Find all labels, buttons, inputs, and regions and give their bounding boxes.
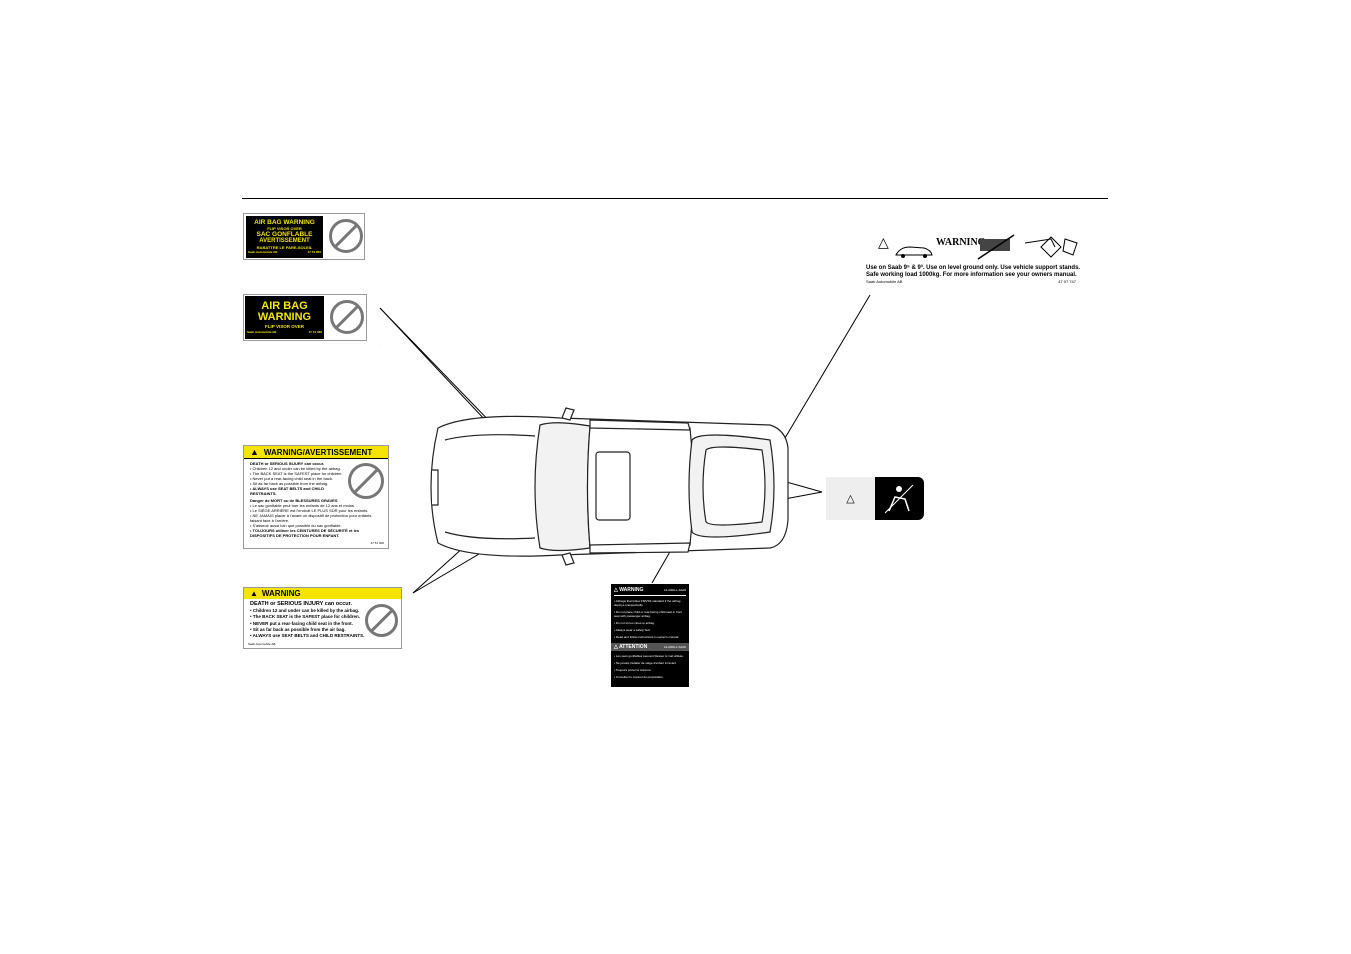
label1-footer-left: Saab Automobile AB: [248, 250, 278, 254]
label4-header: WARNING: [261, 589, 301, 598]
car-on-jack-icon: [895, 246, 933, 258]
label4-item: • Children 12 and under can be killed by…: [250, 608, 360, 613]
sun-warning-code: 12-2000-1-SA00: [663, 588, 686, 592]
label3-en-intro: DEATH or SERIOUS INJURY can occur.: [250, 461, 325, 466]
no-child-seat-icon: [348, 463, 384, 499]
label3-fr-item: • TOUJOURS utiliser les CEINTURES DE SÉC…: [250, 528, 360, 538]
sun-visor-warning-label: △ WARNING 12-2000-1-SA00 • Airbags that …: [611, 584, 689, 687]
trunk-warning-label: △: [826, 477, 924, 520]
label3-footer-right: 47 51 000: [370, 541, 384, 545]
label4-footer-left: Saab Automobile AB: [248, 642, 276, 646]
sun-warning-body-item: • Do not place child or rear-facing chil…: [614, 610, 682, 618]
stray-mark: .: [379, 343, 380, 347]
label3-en-item: • ALWAYS use SEAT BELTS and CHILD RESTRA…: [250, 486, 324, 496]
sun-warning-body-item: • Read and follow instructions in owner'…: [614, 635, 680, 639]
sun-warning-body-item: • Do not sit too close to airbag.: [614, 621, 655, 625]
no-child-seat-icon: [330, 300, 364, 334]
warning-triangle-icon: △: [878, 234, 889, 250]
sun-warning-body-item: • Always wear a safety belt.: [614, 628, 651, 632]
label2-title-line2: WARNING: [257, 311, 312, 323]
label3-fr-item: • Le sac gonflable peut tuer les enfants…: [250, 503, 356, 508]
label1-line2: FLIP VISOR OVER: [267, 226, 302, 231]
label3-header: WARNING/AVERTISSEMENT: [263, 447, 373, 457]
jack-warning-word: WARNING: [936, 237, 986, 248]
jack-line1: Use on Saab 9⁵ & 9³. Use on level ground…: [866, 265, 1081, 271]
label2-subtitle: FLIP VISOR OVER: [265, 324, 304, 329]
label2-footer-right: 47 51 636: [308, 330, 322, 334]
label3-fr-intro: Danger de MORT ou de BLESSURES GRAVES: [250, 498, 338, 503]
no-crawl-under-icon: [977, 234, 1015, 260]
no-sitting-icon: [884, 484, 914, 514]
label2-title-line1: AIR BAG: [261, 300, 308, 312]
label4-intro: DEATH or SERIOUS INJURY can occur.: [250, 601, 352, 607]
sun-warning-body-item: • Airbags that follow FMVSS standard if …: [614, 599, 681, 607]
label1-title: AIR BAG WARNING: [254, 219, 315, 226]
jack-footer-left: Saab Automobile AB: [866, 279, 903, 284]
label2-footer-left: Saab Automobile AB: [247, 330, 277, 334]
label3-header-bar: ▲ WARNING/AVERTISSEMENT: [244, 446, 388, 459]
label4-item: • ALWAYS use SEAT BELTS and CHILD RESTRA…: [250, 633, 365, 639]
warning-triangle-icon: △: [846, 493, 855, 505]
airbag-visor-label-bilingual: AIR BAG WARNING FLIP VISOR OVER SAC GONF…: [243, 213, 365, 260]
sun-attention-body-item: • Consulter le manuel du propriétaire.: [614, 675, 664, 679]
label3-en-item: • Never put a rear-facing child seat in …: [250, 476, 333, 481]
jack-usage-icon: [1024, 236, 1078, 258]
warning-triangle-icon: ▲: [250, 447, 259, 457]
label4-item: • The BACK SEAT is the SAFEST place for …: [250, 614, 361, 620]
jack-warning-label: △ WARNING Use on Saab 9⁵ & 9³. Use on le…: [866, 231, 1088, 287]
label2-text-panel: AIR BAG WARNING FLIP VISOR OVER Saab Aut…: [245, 296, 324, 339]
airbag-visor-label: AIR BAG WARNING FLIP VISOR OVER Saab Aut…: [243, 294, 367, 341]
warning-avertissement-label: ▲ WARNING/AVERTISSEMENT DEATH or SERIOUS…: [243, 445, 389, 549]
label1-line5: RABATTRE LE PARE-SOLEIL: [256, 245, 313, 250]
warning-label: ▲ WARNING DEATH or SERIOUS INJURY can oc…: [243, 587, 402, 649]
label3-en-item: • Sit as far back as possible from the a…: [250, 481, 329, 486]
label1-text-panel: AIR BAG WARNING FLIP VISOR OVER SAC GONF…: [246, 216, 323, 258]
jack-footer-right: 47 07 747: [1058, 279, 1076, 284]
jack-line2: Safe working load 1000kg. For more infor…: [866, 272, 1077, 278]
warning-triangle-icon: △: [614, 644, 620, 650]
sun-attention-header: △ ATTENTION: [614, 644, 648, 650]
label4-item: • Sit as far back as possible from the a…: [250, 626, 346, 632]
sun-attention-code: 12-2000-1-SA00: [663, 645, 686, 649]
label4-item: • NEVER put a rear-facing child seat in …: [250, 620, 353, 626]
sun-warning-header: △ WARNING: [614, 587, 644, 593]
sun-attention-body-item: • Toujours porter la ceinture.: [614, 668, 652, 672]
label3-en-item: • The BACK SEAT is the SAFEST place for …: [250, 471, 343, 476]
label1-line4: AVERTISSEMENT: [259, 238, 310, 244]
trunk-label-right-panel: [875, 477, 924, 520]
car-body: [430, 407, 789, 566]
label3-fr-item: • Le SIÈGE ARRIÈRE est l'endroit LE PLUS…: [250, 508, 369, 513]
warning-triangle-icon: △: [614, 587, 620, 593]
label3-fr-item: • S'asseoir aussi loin que possible du s…: [250, 523, 342, 528]
warning-triangle-icon: ▲: [250, 589, 258, 598]
label1-footer-right: 47 51 855: [307, 250, 321, 254]
label3-en-item: • Children 12 and under can be killed by…: [250, 466, 341, 471]
label3-fr-item: • NE JAMAIS placer à l'avant un disposit…: [250, 513, 372, 523]
label1-line3: SAC GONFLABLE: [256, 231, 313, 238]
trunk-label-left-panel: △: [826, 477, 875, 520]
no-child-seat-icon: [365, 604, 398, 637]
no-child-seat-icon: [329, 219, 363, 253]
sun-attention-body-item: • Ne jamais installer de siège d'enfant …: [614, 661, 677, 665]
label4-header-bar: ▲ WARNING: [244, 588, 401, 599]
header-rule: [242, 198, 1108, 199]
sun-attention-body-item: • Les sacs gonflables peuvent blesser si…: [614, 654, 684, 658]
